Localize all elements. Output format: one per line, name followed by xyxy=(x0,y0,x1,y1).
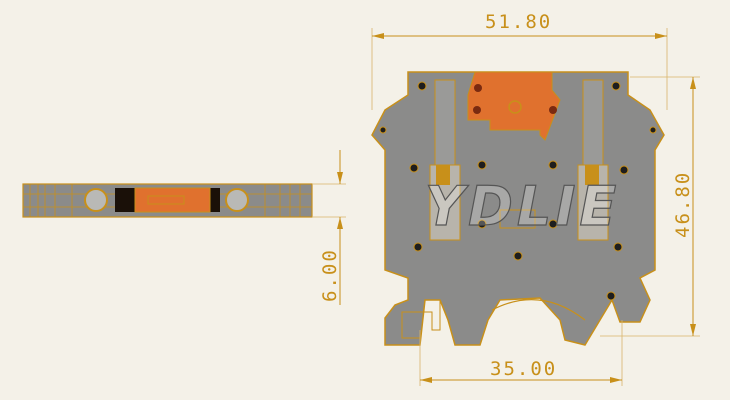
dimension-arrows xyxy=(337,33,696,383)
dimension-width-label: 51.80 xyxy=(485,11,552,33)
dimension-rail-label: 35.00 xyxy=(490,358,557,380)
extension-lines xyxy=(312,28,700,386)
side-view xyxy=(22,183,313,218)
front-view: YDLIE xyxy=(371,71,665,346)
dimension-thickness-label: 6.00 xyxy=(319,248,341,302)
dimension-height-label: 46.80 xyxy=(672,171,694,238)
watermark-logo: YDLIE xyxy=(425,175,620,238)
